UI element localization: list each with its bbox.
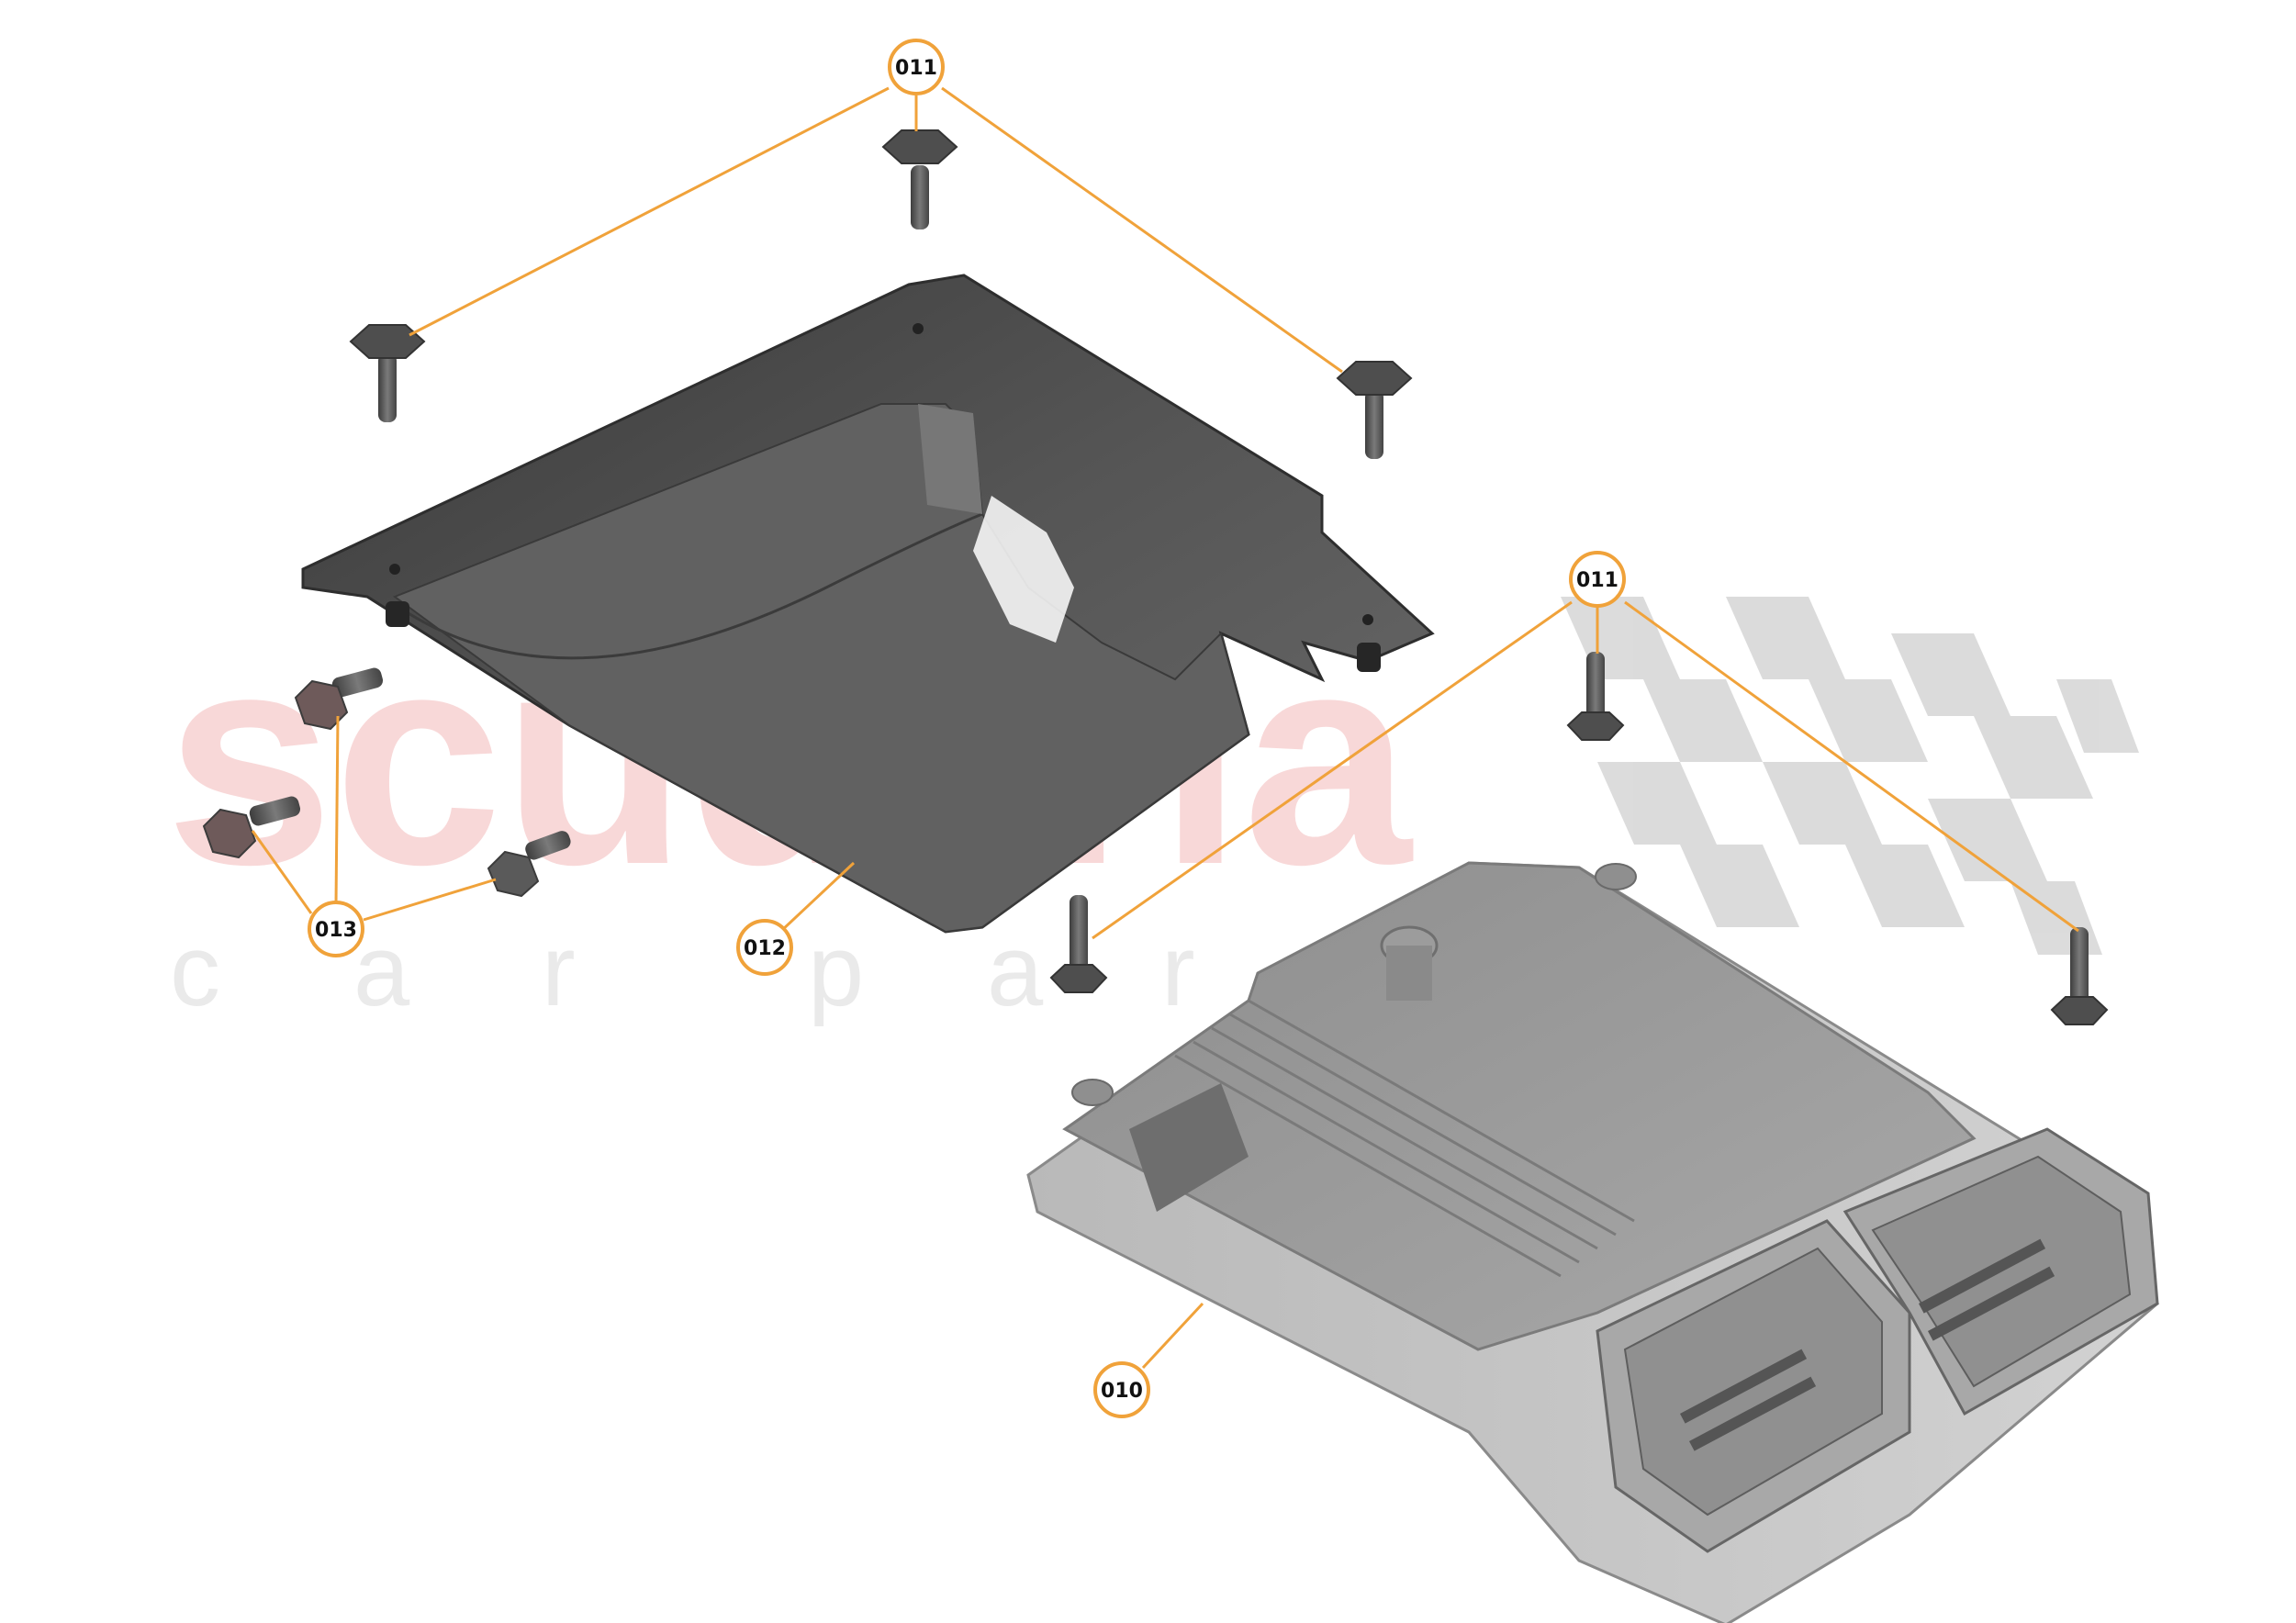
bolt-icon bbox=[1049, 895, 1108, 993]
callout-label: 010 bbox=[1101, 1380, 1143, 1403]
callout-010: 010 bbox=[1093, 1361, 1150, 1418]
bolt-icon bbox=[881, 129, 958, 229]
screw-icon bbox=[294, 667, 384, 731]
ecu-module-icon bbox=[1026, 861, 2159, 1623]
leader-lines bbox=[251, 86, 2079, 1370]
callout-label: 011 bbox=[1576, 569, 1618, 592]
checkered-flag-watermark bbox=[1561, 597, 2139, 955]
screw-icon bbox=[487, 831, 571, 898]
bolt-icon bbox=[1336, 361, 1413, 459]
callout-011-top: 011 bbox=[888, 39, 945, 95]
callout-label: 013 bbox=[315, 919, 357, 942]
connector-right bbox=[1842, 1127, 2159, 1416]
callout-011-right: 011 bbox=[1569, 551, 1626, 608]
callout-012: 012 bbox=[736, 919, 793, 976]
tagline-letter: p bbox=[808, 914, 864, 1027]
tagline-letter: c bbox=[170, 914, 220, 1027]
callout-013: 013 bbox=[308, 901, 364, 957]
connector-left bbox=[1596, 1219, 1911, 1553]
callout-label: 012 bbox=[744, 937, 786, 960]
screw-icon bbox=[202, 796, 301, 859]
tagline-letter: a bbox=[987, 914, 1044, 1027]
bolt-icon bbox=[1566, 652, 1625, 741]
bolt-icon bbox=[349, 324, 426, 422]
bracket-plate-icon bbox=[301, 274, 1435, 934]
tagline-letter: r bbox=[542, 914, 576, 1027]
callout-label: 011 bbox=[895, 57, 937, 80]
tagline-watermark: c a r p a r t s bbox=[170, 914, 1547, 1027]
tagline-letter: r bbox=[1161, 914, 1195, 1027]
heatsink-fins bbox=[1174, 999, 1635, 1278]
bolt-icon bbox=[2050, 927, 2109, 1025]
